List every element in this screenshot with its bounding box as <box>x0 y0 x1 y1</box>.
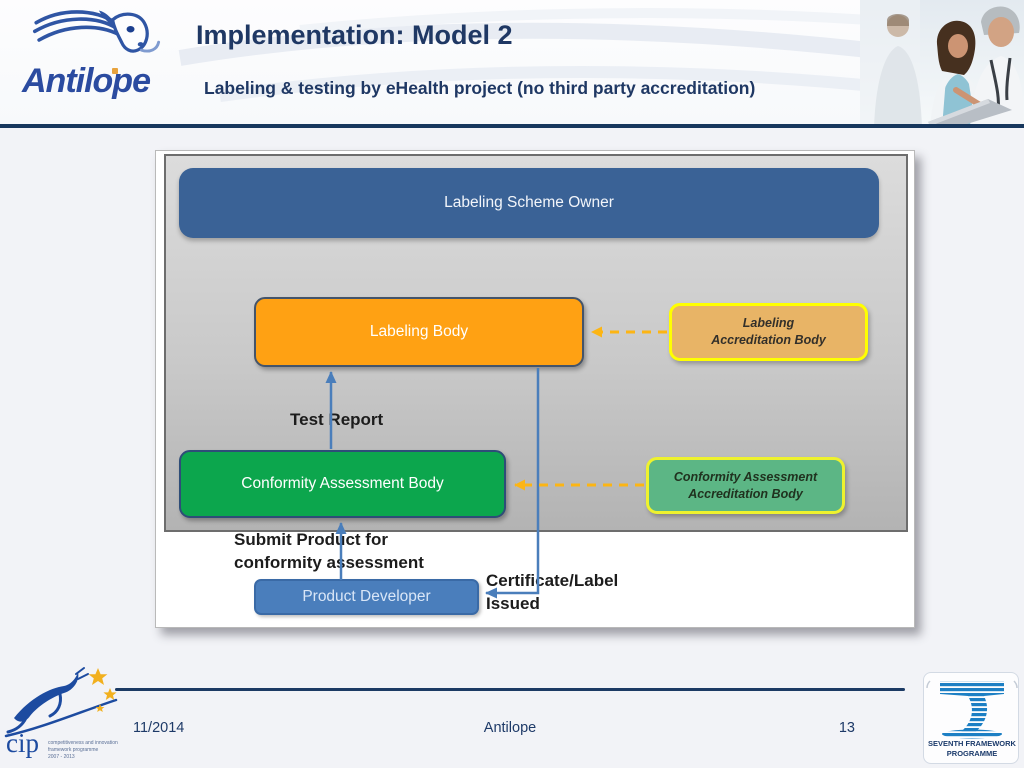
label-line2: Issued <box>486 593 540 613</box>
box-conformity-assessment-body: Conformity Assessment Body <box>179 450 506 518</box>
antilope-logo-text: Antilope <box>22 62 151 100</box>
cip-logo-text: cip <box>6 728 39 758</box>
footer-project-name: Antilope <box>483 720 537 736</box>
slide-header: Antilope Implementation: Model 2 Labelin… <box>0 0 1024 128</box>
box-label: Labeling Scheme Owner <box>444 194 614 211</box>
box-labeling-accreditation-body: Labeling Accreditation Body <box>669 303 868 361</box>
footer: 11/2014 Antilope 13 <box>115 720 905 742</box>
cip-logo-caption: competitiveness and innovation framework… <box>48 740 118 761</box>
box-label: Labeling Body <box>369 323 469 340</box>
box-labeling-scheme-owner: Labeling Scheme Owner <box>179 168 879 238</box>
slide-subtitle: Labeling & testing by eHealth project (n… <box>204 78 756 98</box>
diagram-panel: Labeling Scheme Owner Labeling Body Labe… <box>155 150 915 628</box>
box-label: Conformity Assessment Body <box>241 475 444 492</box>
fp7-logo-caption: SEVENTH FRAMEWORK PROGRAMME <box>924 739 1020 759</box>
slide-title: Implementation: Model 2 <box>196 20 513 50</box>
box-label-line2: Accreditation Body <box>711 333 826 347</box>
antilope-logo: Antilope <box>6 4 196 124</box>
footer-date: 11/2014 <box>133 720 185 736</box>
cip-caption-line3: 2007 - 2013 <box>48 754 75 760</box>
doctors-photo <box>860 0 1024 124</box>
box-conformity-accreditation-body: Conformity Assessment Accreditation Body <box>646 457 845 514</box>
box-label-line1: Conformity Assessment <box>673 469 818 484</box>
label-line1: Submit Product for <box>234 530 388 549</box>
footer-divider <box>115 688 905 691</box>
box-labeling-body: Labeling Body <box>254 297 584 367</box>
fp7-caption-line1: SEVENTH FRAMEWORK <box>928 739 1016 748</box>
cip-gazelle-icon <box>4 667 118 738</box>
label-certificate-issued: Certificate/Label Issued <box>486 570 618 616</box>
box-label-line1: Labeling <box>742 316 795 331</box>
box-label: Product Developer <box>302 588 431 605</box>
fp7-logo: SEVENTH FRAMEWORK PROGRAMME <box>923 672 1019 764</box>
box-label-line2: Accreditation Body <box>688 486 803 501</box>
fp7-caption-line2: PROGRAMME <box>946 748 998 758</box>
cip-logo: cip competitiveness and innovation frame… <box>4 666 149 766</box>
footer-page-number: 13 <box>838 720 855 736</box>
fp7-seven-icon <box>926 680 1018 739</box>
antelope-head-icon <box>32 10 161 53</box>
box-product-developer: Product Developer <box>254 579 479 615</box>
label-line1: Certificate/Label <box>486 571 619 590</box>
logo-i-dot <box>112 68 118 74</box>
label-line2: conformity assessment <box>234 552 424 572</box>
label-test-report: Test Report <box>290 410 384 429</box>
cip-caption-line2: framework programme <box>48 747 99 753</box>
cip-caption-line1: competitiveness and innovation <box>48 740 118 746</box>
label-submit-product: Submit Product for conformity assessment <box>234 529 424 575</box>
